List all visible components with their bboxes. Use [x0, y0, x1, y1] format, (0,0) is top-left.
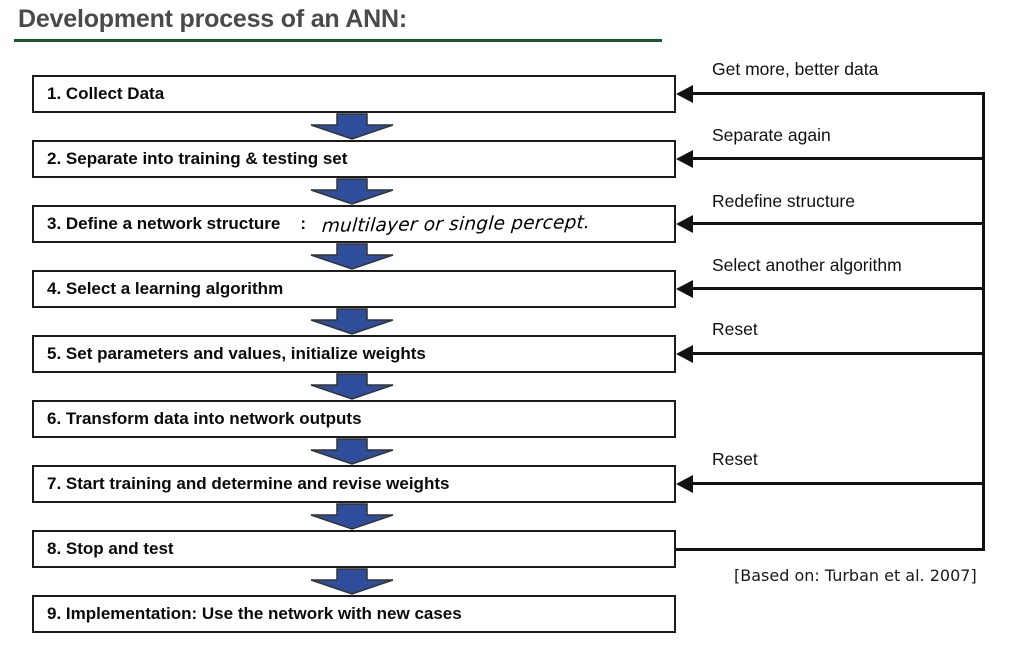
step-label: 4. Select a learning algorithm [47, 279, 284, 298]
down-arrow-icon [310, 243, 394, 270]
step-box-5: 5. Set parameters and values, initialize… [32, 335, 676, 373]
title-underline [14, 39, 662, 42]
feedback-line [691, 157, 984, 160]
feedback-line [691, 287, 984, 290]
step-box-1: 1. Collect Data [32, 75, 676, 113]
feedback-label: Select another algorithm [712, 255, 902, 275]
left-arrowhead-icon [676, 150, 693, 168]
feedback-label: Redefine structure [712, 191, 855, 211]
return-line-from-stop-and-test [676, 548, 984, 551]
step-label: 5. Set parameters and values, initialize… [47, 344, 426, 363]
feedback-line [691, 482, 984, 485]
step-box-9: 9. Implementation: Use the network with … [32, 595, 676, 633]
down-arrow-icon [310, 373, 394, 400]
step-label: 1. Collect Data [47, 84, 165, 103]
step-box-2: 2. Separate into training & testing set [32, 140, 676, 178]
feedback-label: Separate again [712, 125, 831, 145]
left-arrowhead-icon [676, 85, 693, 103]
feedback-label: Reset [712, 449, 758, 469]
left-arrowhead-icon [676, 345, 693, 363]
step-box-8: 8. Stop and test [32, 530, 676, 568]
citation-text: [Based on: Turban et al. 2007] [734, 566, 977, 585]
step-label: 9. Implementation: Use the network with … [47, 604, 462, 623]
step-box-7: 7. Start training and determine and revi… [32, 465, 676, 503]
feedback-label: Reset [712, 319, 758, 339]
left-arrowhead-icon [676, 215, 693, 233]
step-label: 7. Start training and determine and revi… [47, 474, 450, 493]
feedback-line [691, 222, 984, 225]
step-label: 3. Define a network structure [47, 214, 281, 233]
feedback-line [691, 352, 984, 355]
step-box-3: 3. Define a network structure : multilay… [32, 205, 676, 243]
down-arrow-icon [310, 178, 394, 205]
step-box-4: 4. Select a learning algorithm [32, 270, 676, 308]
step-label: 8. Stop and test [47, 539, 174, 558]
down-arrow-icon [310, 113, 394, 140]
page-title: Development process of an ANN: [18, 5, 407, 33]
down-arrow-icon [310, 568, 394, 595]
feedback-label: Get more, better data [712, 59, 879, 79]
handwritten-annotation: multilayer or single percept. [321, 211, 591, 237]
feedback-spine-line [982, 92, 985, 551]
step-label: 6. Transform data into network outputs [47, 409, 362, 428]
down-arrow-icon [310, 503, 394, 530]
left-arrowhead-icon [676, 280, 693, 298]
step-separator: : [300, 214, 307, 233]
down-arrow-icon [310, 438, 394, 465]
step-label: 2. Separate into training & testing set [47, 149, 348, 168]
feedback-line [691, 92, 984, 95]
left-arrowhead-icon [676, 475, 693, 493]
down-arrow-icon [310, 308, 394, 335]
step-box-6: 6. Transform data into network outputs [32, 400, 676, 438]
